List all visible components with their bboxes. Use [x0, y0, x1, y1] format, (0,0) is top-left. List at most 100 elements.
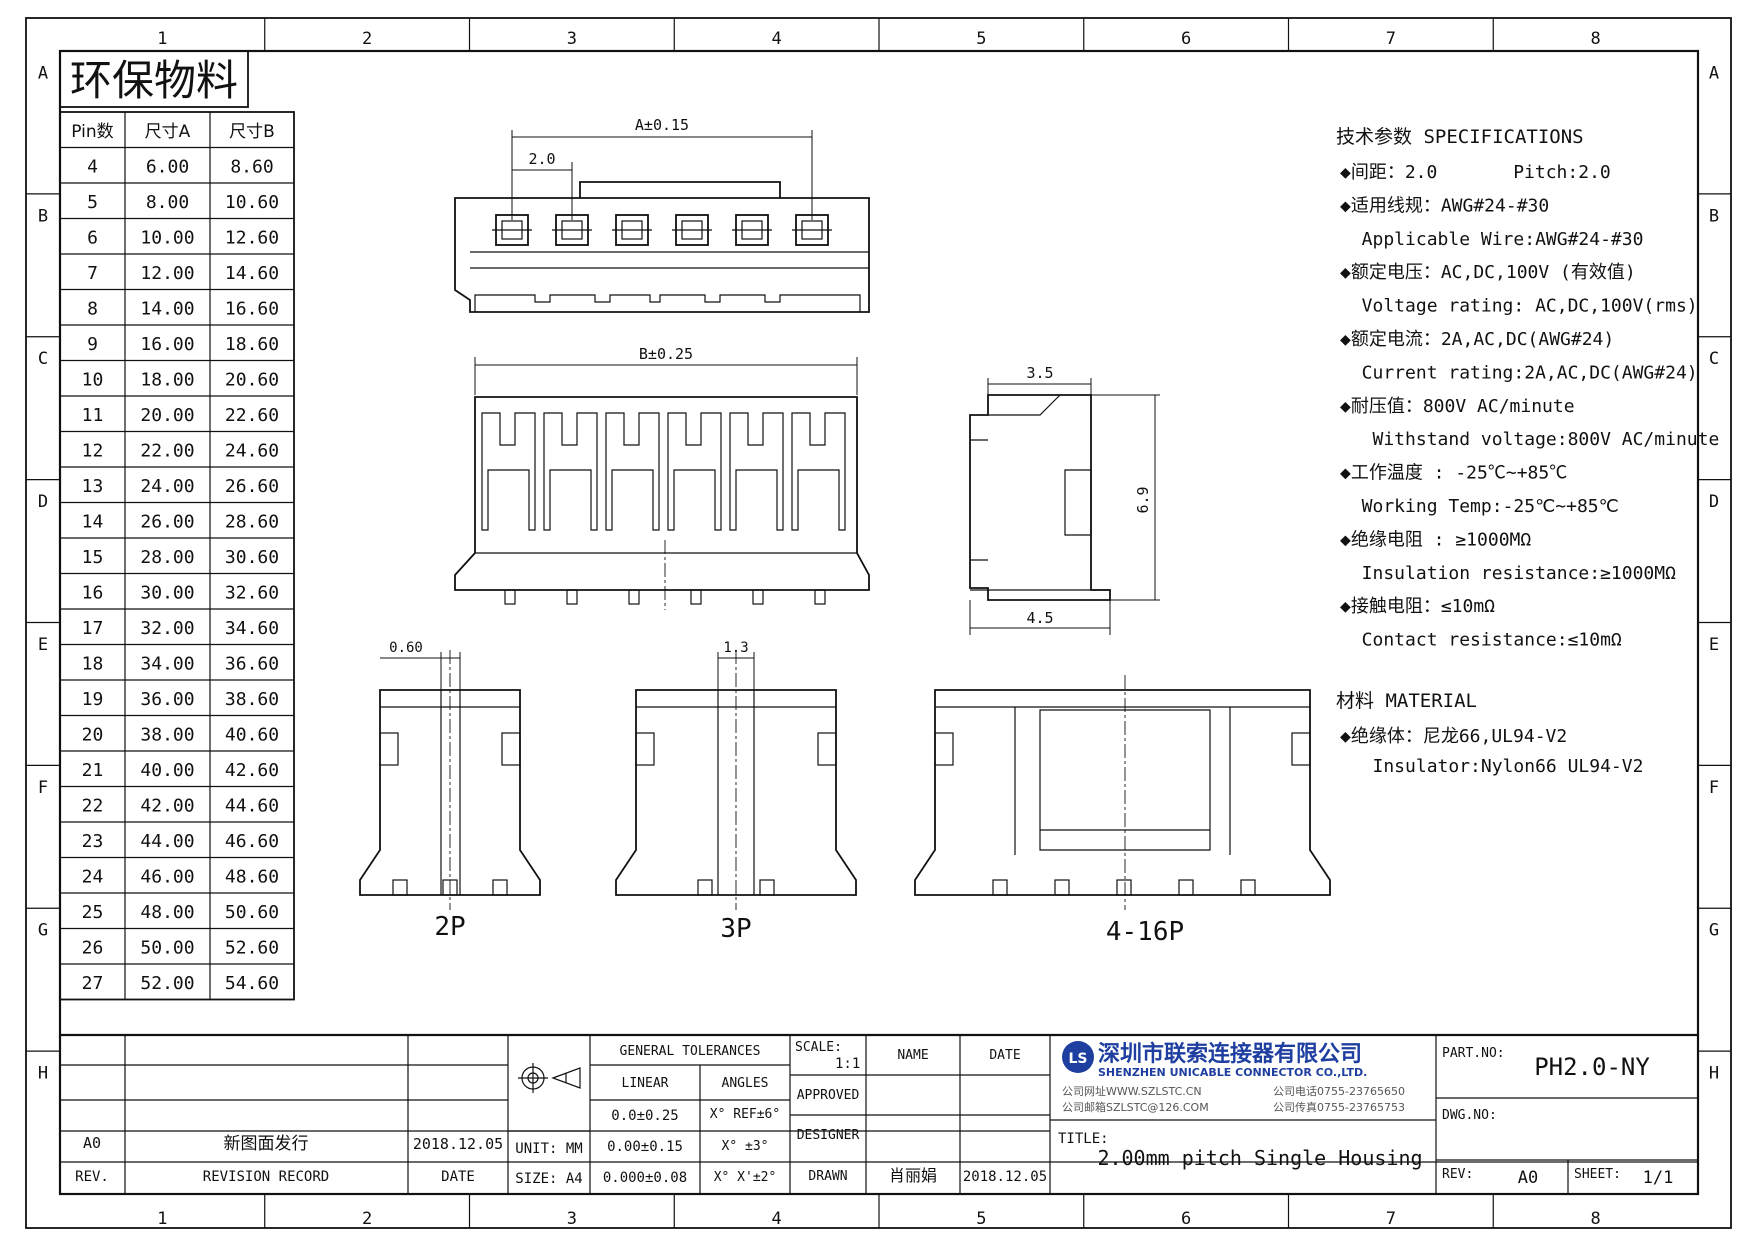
pin-table-cell: 24 — [82, 866, 104, 887]
tolerances-title: GENERAL TOLERANCES — [620, 1044, 761, 1059]
tol-angle-3: X° X'±2° — [714, 1170, 777, 1185]
pin-table-cell: 32.00 — [140, 618, 194, 639]
pin-table-cell: 26 — [82, 937, 104, 958]
pin-table-cell: 18.00 — [140, 369, 194, 390]
view-label-3p: 3P — [720, 914, 751, 944]
pin-table-cell: 16 — [82, 582, 104, 603]
pin-table-header: 尺寸A — [145, 122, 191, 142]
front-view: B±0.25 — [454, 345, 870, 610]
zone-col-label: 6 — [1181, 29, 1191, 49]
pin-table-cell: 36.00 — [140, 689, 194, 710]
material-line: Insulator:Nylon66 UL94-V2 — [1340, 756, 1643, 777]
pin-table-cell: 25 — [82, 902, 104, 923]
size-label: SIZE: A4 — [515, 1171, 582, 1187]
pin-table-cell: 52.60 — [225, 937, 279, 958]
company-email: 公司邮箱SZLSTC@126.COM — [1062, 1100, 1209, 1114]
spec-line: ◆接触电阻：≤10mΩ — [1340, 596, 1495, 617]
pin-table-cell: 40.60 — [225, 724, 279, 745]
pin-table-cell: 38.60 — [225, 689, 279, 710]
pin-table-cell: 26.60 — [225, 476, 279, 497]
pin-table-cell: 42.00 — [140, 795, 194, 816]
pin-table-cell: 40.00 — [140, 760, 194, 781]
pin-table-cell: 50.00 — [140, 937, 194, 958]
pin-table-cell: 17 — [82, 618, 104, 639]
zone-col-label: 2 — [362, 1209, 372, 1229]
pin-table-cell: 46.60 — [225, 831, 279, 852]
pin-table-cell: 21 — [82, 760, 104, 781]
pin-table-cell: 44.60 — [225, 795, 279, 816]
rev-header: REV. — [75, 1169, 109, 1185]
angles-header: ANGLES — [722, 1076, 769, 1091]
rev-value-row: A0 — [83, 1134, 101, 1152]
inner-frame — [58, 49, 1700, 1196]
tol-angle-2: X° ±3° — [722, 1139, 769, 1154]
dim-b-label: B±0.25 — [639, 345, 693, 363]
dwg-no-label: DWG.NO: — [1442, 1108, 1497, 1123]
zone-row-label: G — [38, 921, 48, 941]
pin-table-cell: 20.00 — [140, 405, 194, 426]
tol-linear-1: 0.0±0.25 — [611, 1108, 678, 1124]
zone-row-label: D — [1709, 492, 1719, 512]
zone-col-label: 8 — [1591, 29, 1601, 49]
zone-row-label: F — [1709, 778, 1719, 798]
pin-table-cell: 52.00 — [140, 973, 194, 994]
company-web: 公司网址WWW.SZLSTC.CN — [1062, 1084, 1202, 1098]
zone-row-label: H — [1709, 1064, 1719, 1084]
spec-line: ◆绝缘电阻 : ≥1000MΩ — [1340, 529, 1531, 550]
spec-line: Applicable Wire:AWG#24-#30 — [1340, 229, 1643, 250]
spec-line: Working Temp:-25℃~+85℃ — [1340, 496, 1619, 517]
rev-value: A0 — [1518, 1168, 1538, 1188]
zone-row-label: D — [38, 492, 48, 512]
rev-label: REV: — [1442, 1167, 1473, 1182]
revision-record-value: 新图面发行 — [224, 1134, 309, 1154]
dim-side-height: 6.9 — [1134, 486, 1152, 513]
view-label-4-16p: 4-16P — [1106, 917, 1184, 947]
company-name-cn: 深圳市联索连接器有限公司 — [1098, 1041, 1362, 1067]
pin-table-cell: 15 — [82, 547, 104, 568]
approved-label: APPROVED — [797, 1088, 860, 1103]
pin-table-cell: 12.60 — [225, 227, 279, 248]
pin-table-cell: 54.60 — [225, 973, 279, 994]
spec-line: Insulation resistance:≥1000MΩ — [1340, 563, 1676, 584]
spec-title: 技术参数 SPECIFICATIONS — [1336, 126, 1584, 148]
name-header: NAME — [897, 1048, 928, 1063]
eco-label-box — [59, 50, 249, 108]
pin-table-cell: 34.00 — [140, 653, 194, 674]
spec-line: ◆额定电压：AC,DC,100V (有效值) — [1340, 262, 1636, 283]
pin-table-cell: 28.60 — [225, 511, 279, 532]
pin-table-cell: 36.60 — [225, 653, 279, 674]
pin-table-cell: 22.60 — [225, 405, 279, 426]
scale-label: SCALE: — [795, 1040, 842, 1055]
pin-table-cell: 10.60 — [225, 192, 279, 213]
pin-table-cell: 34.60 — [225, 618, 279, 639]
pin-table-cell: 22.00 — [140, 440, 194, 461]
spec-line: Withstand voltage:800V AC/minute — [1340, 429, 1719, 450]
spec-line: ◆额定电流：2A,AC,DC(AWG#24) — [1340, 329, 1614, 350]
pin-table-header: Pin数 — [71, 122, 113, 142]
date-header-2: DATE — [989, 1048, 1020, 1063]
pin-table-cell: 50.60 — [225, 902, 279, 923]
title-label: TITLE: — [1058, 1131, 1109, 1147]
pin-table-cell: 6 — [87, 227, 98, 248]
pin-table-cell: 42.60 — [225, 760, 279, 781]
pin-table-cell: 24.00 — [140, 476, 194, 497]
zone-col-label: 3 — [567, 29, 577, 49]
view-3p: 1.3 3P — [615, 640, 857, 944]
pin-table-cell: 46.00 — [140, 866, 194, 887]
pin-table-cell: 10 — [82, 369, 104, 390]
pin-table-header: 尺寸B — [229, 122, 275, 142]
pin-table-cell: 16.60 — [225, 298, 279, 319]
spec-line: Current rating:2A,AC,DC(AWG#24) — [1340, 362, 1698, 383]
specifications: 技术参数 SPECIFICATIONS ◆间距：2.0 Pitch:2.0◆适用… — [1336, 126, 1719, 777]
revision-record-header: REVISION RECORD — [203, 1169, 329, 1185]
pin-table-cell: 38.00 — [140, 724, 194, 745]
scale-value: 1:1 — [835, 1056, 860, 1072]
dim-side-bottom: 4.5 — [1026, 609, 1053, 627]
dim-pitch-label: 2.0 — [528, 150, 555, 168]
logo-letters: LS — [1068, 1051, 1087, 1067]
pin-table-cell: 4 — [87, 156, 98, 177]
pin-table-cell: 16.00 — [140, 334, 194, 355]
view-4-16p: 4-16P — [914, 675, 1331, 947]
zone-col-label: 5 — [976, 1209, 986, 1229]
